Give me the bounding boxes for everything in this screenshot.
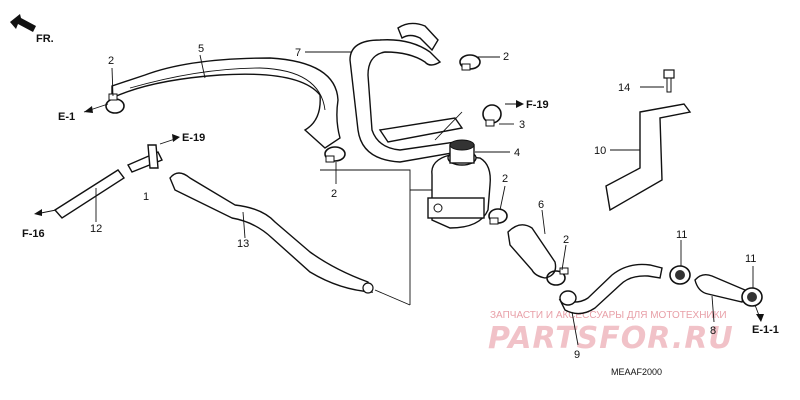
part-8-hose <box>694 273 746 303</box>
callout-8: 8 <box>710 325 716 337</box>
part-12-tube <box>53 144 163 219</box>
front-direction-arrow-icon <box>10 14 36 32</box>
callout-14: 14 <box>618 82 630 94</box>
callout-7: 7 <box>295 47 301 59</box>
reference-arrows <box>34 100 764 322</box>
callout-9: 9 <box>574 349 580 361</box>
callout-1: 1 <box>143 191 149 203</box>
callout-2-upper: 2 <box>503 51 509 63</box>
callout-2-lower: 2 <box>563 234 569 246</box>
part-4-air-injection-valve <box>427 139 491 229</box>
callout-10: 10 <box>594 145 606 157</box>
watermark-logo-text: PARTSFOR.RU <box>488 321 734 356</box>
ref-e11: E-1-1 <box>752 324 779 336</box>
part-13-hose <box>169 172 374 294</box>
part-2-clamp-upper <box>459 54 481 71</box>
part-3-clamp <box>482 104 502 127</box>
part-11-clamp-right <box>741 287 763 307</box>
callout-2-middle: 2 <box>331 188 337 200</box>
callout-11-right: 11 <box>745 253 756 265</box>
callout-4: 4 <box>514 147 520 159</box>
callout-2-valve: 2 <box>502 173 508 185</box>
part-2-clamp-valve <box>488 208 508 225</box>
leader-lines <box>95 51 754 346</box>
front-direction-label: FR. <box>36 33 54 45</box>
diagram-code: MEAAF2000 <box>611 367 662 377</box>
callout-13: 13 <box>237 238 249 250</box>
ref-e1-left: E-1 <box>58 111 75 123</box>
callout-2-left: 2 <box>108 55 114 67</box>
callout-6: 6 <box>538 199 544 211</box>
part-14-bolt <box>663 69 675 93</box>
ref-f19: F-19 <box>526 99 549 111</box>
part-6-hose <box>507 224 557 279</box>
part-10-bracket <box>605 103 692 212</box>
ref-f16: F-16 <box>22 228 45 240</box>
part-2-clamp-left <box>105 93 125 114</box>
part-2-clamp-lower-right <box>546 267 569 286</box>
callout-12: 12 <box>90 223 102 235</box>
part-5-hose <box>111 57 341 149</box>
callout-3: 3 <box>519 119 525 131</box>
callout-5: 5 <box>198 43 204 55</box>
part-7-hose <box>349 22 464 163</box>
watermark-caption: ЗАПЧАСТИ И АКСЕССУАРЫ ДЛЯ МОТОТЕХНИКИ <box>490 310 727 321</box>
part-2-clamp-lower-middle <box>324 146 346 163</box>
part-11-clamp-left <box>669 265 691 285</box>
part-9-pipe <box>558 263 663 315</box>
callout-11-left: 11 <box>676 229 687 241</box>
ref-e19: E-19 <box>182 132 205 144</box>
